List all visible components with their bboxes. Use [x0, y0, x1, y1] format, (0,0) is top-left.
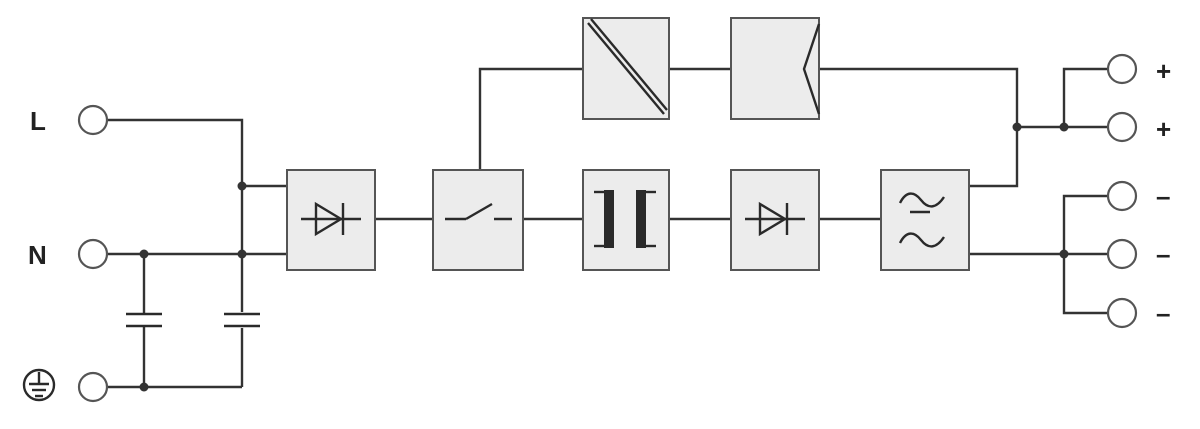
junction-dot: [1059, 122, 1069, 132]
neutral-terminal-label: N: [28, 240, 47, 270]
feedback-controller-block: [582, 17, 670, 120]
transformer-icon: [594, 190, 656, 248]
earth-terminal: [77, 371, 109, 403]
switch-icon: [445, 202, 512, 221]
line-terminal: [77, 104, 109, 136]
optocoupler-block: [730, 17, 821, 120]
negative-terminal-label: –: [1156, 239, 1170, 269]
filter-icon: [898, 192, 945, 248]
junction-dot: [139, 382, 149, 392]
wire-filter-positive: [969, 127, 1019, 188]
wire-opto-to-output: [819, 67, 1019, 127]
wire-positive-branch: [1062, 67, 1108, 127]
negative-terminal: [1106, 180, 1138, 212]
junction-dot: [1012, 122, 1022, 132]
capacitor-icon: [224, 312, 260, 328]
wire-negative-branch-top: [1062, 194, 1108, 254]
junction-dot: [139, 249, 149, 259]
switching-stage-block: [432, 169, 524, 271]
line-terminal-label: L: [30, 106, 46, 136]
capacitor-icon: [126, 312, 162, 328]
wire-line: [108, 118, 244, 387]
input-rectifier-block: [286, 169, 376, 271]
negative-terminal: [1106, 238, 1138, 270]
optocoupler-icon: [802, 23, 821, 115]
negative-terminal-label: –: [1156, 181, 1170, 211]
dc-dc-converter-icon: [587, 18, 668, 115]
protective-earth-icon: [22, 368, 56, 402]
wires: [108, 67, 1108, 389]
positive-terminal-label: +: [1156, 114, 1171, 144]
transformer-block: [582, 169, 670, 271]
junction-dot: [237, 181, 247, 191]
neutral-terminal: [77, 238, 109, 270]
junctions: [139, 122, 1069, 392]
diode-icon: [745, 201, 805, 237]
junction-dot: [1059, 249, 1069, 259]
output-rectifier-block: [730, 169, 820, 271]
positive-terminal: [1106, 53, 1138, 85]
wire-switch-to-controller: [478, 67, 583, 170]
positive-terminal-label: +: [1156, 56, 1171, 86]
output-filter-block: [880, 169, 970, 271]
positive-terminal: [1106, 111, 1138, 143]
negative-terminal: [1106, 297, 1138, 329]
diode-icon: [301, 201, 361, 237]
negative-terminal-label: –: [1156, 298, 1170, 328]
junction-dot: [237, 249, 247, 259]
wire-negative-branch-bottom: [1062, 254, 1108, 315]
